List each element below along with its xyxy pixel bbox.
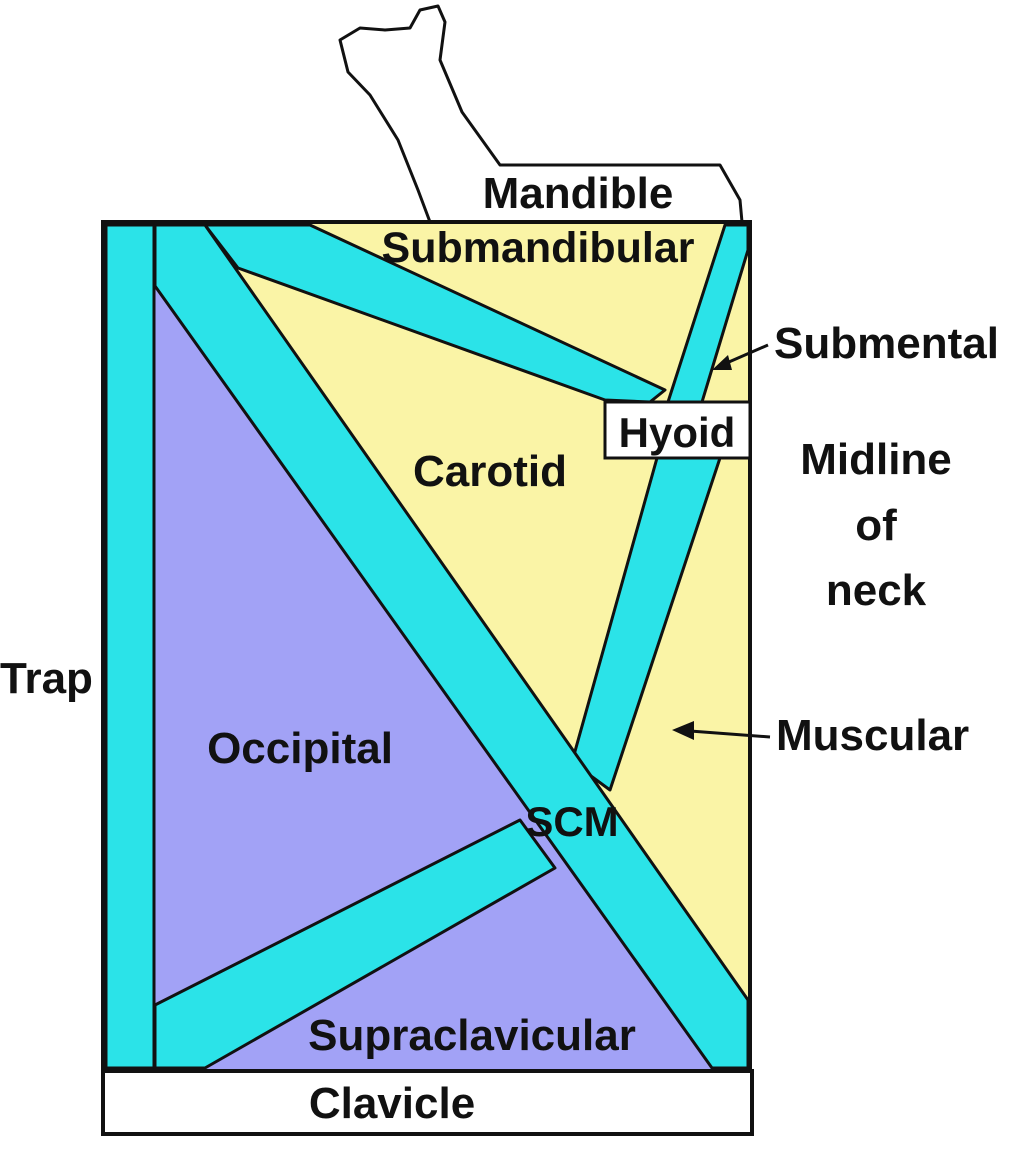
submandibular-label: Submandibular (382, 224, 695, 272)
carotid-label: Carotid (413, 447, 567, 496)
trap-label: Trap (0, 654, 93, 703)
anterior-digastric-belly (666, 223, 750, 404)
sternocleidomastoid-muscle (153, 223, 750, 1070)
muscular-label: Muscular (776, 711, 969, 760)
submental-label: Submental (774, 319, 999, 368)
mandible-shape (338, 4, 744, 224)
supraclavicular-label: Supraclavicular (308, 1011, 636, 1060)
midline-label-line1: Midline (800, 435, 952, 484)
midline-label-line2: of (855, 501, 897, 550)
occipital-label: Occipital (207, 724, 393, 773)
hyoid-label: Hyoid (619, 409, 736, 456)
trapezius-muscle (104, 223, 156, 1070)
omohyoid-inferior-belly (153, 818, 557, 1070)
submental-arrowhead (712, 355, 732, 370)
muscular-arrowhead (672, 721, 694, 740)
muscular-arrow (689, 729, 771, 739)
hyoid-bone (603, 400, 752, 460)
clavicle-bone (101, 1069, 754, 1136)
scm-label: SCM (525, 798, 618, 845)
clavicle-label: Clavicle (309, 1079, 475, 1128)
midline-label-line3: neck (826, 566, 927, 615)
mandible-label: Mandible (483, 169, 674, 218)
